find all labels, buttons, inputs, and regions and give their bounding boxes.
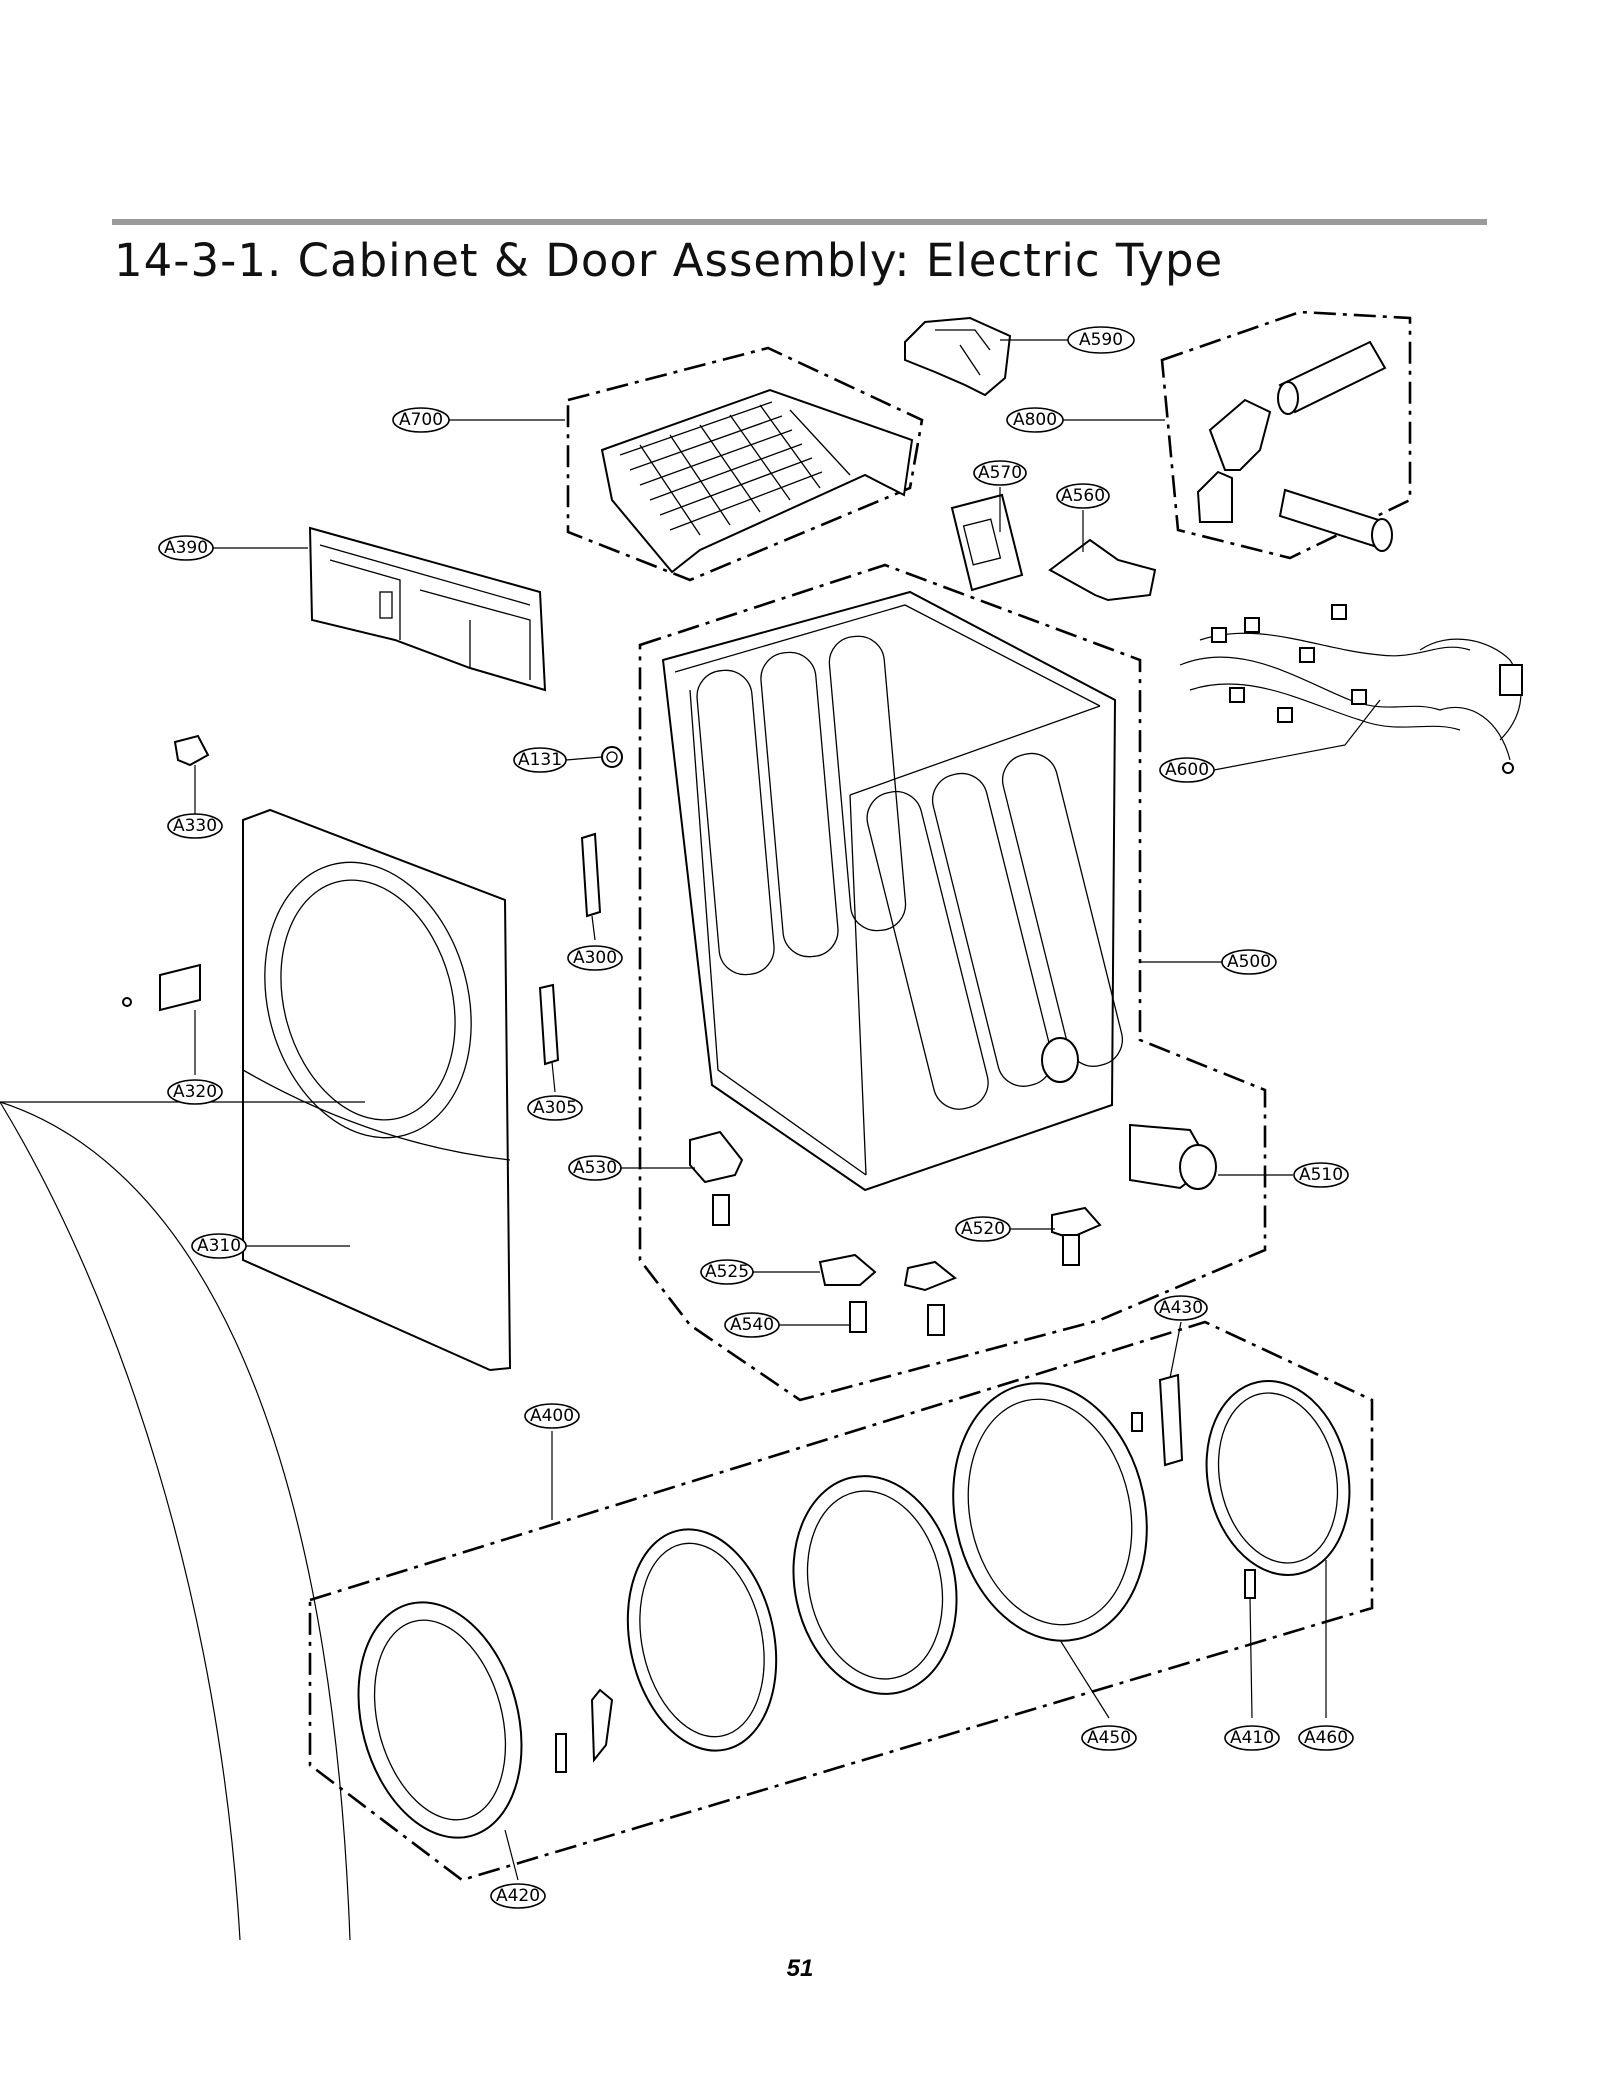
part-a320-hinge-bar: [159, 963, 201, 1012]
callout-a131: A131: [513, 747, 567, 773]
callout-a570: A570: [973, 460, 1027, 486]
svg-text:A400: A400: [530, 1406, 574, 1426]
part-a700-tray: [600, 388, 914, 574]
part-a420-door-outer: [357, 1601, 523, 1839]
callout-a700: A700: [392, 407, 450, 433]
callout-a500: A500: [1221, 949, 1277, 975]
svg-text:A530: A530: [573, 1158, 617, 1178]
door-group-boundary: [308, 1320, 1374, 1882]
part-a305-hinge: [538, 983, 560, 1066]
svg-text:A500: A500: [1227, 952, 1271, 972]
part-a500-cabinet: [661, 590, 1124, 1192]
callout-a320: A320: [167, 1079, 223, 1105]
part-door-inner-glass: [792, 1475, 958, 1695]
callout-a510: A510: [1293, 1162, 1349, 1188]
part-a131-bushing: [601, 746, 623, 768]
callout-a460: A460: [1298, 1725, 1354, 1751]
page-title: 14-3-1. Cabinet & Door Assembly: Electri…: [114, 234, 1224, 287]
part-a600-wire-harness: [1179, 604, 1523, 774]
callout-a560: A560: [1056, 483, 1110, 509]
svg-text:A305: A305: [533, 1098, 577, 1118]
svg-text:A460: A460: [1304, 1728, 1348, 1748]
svg-text:A570: A570: [978, 463, 1022, 483]
part-door-handle: [590, 1688, 614, 1763]
header-rule: [112, 219, 1487, 225]
part-a540-leveling-foot: [927, 1304, 945, 1336]
svg-text:A131: A131: [518, 750, 562, 770]
leader-lines: [0, 339, 1381, 1941]
part-door-glass-ring: [626, 1528, 778, 1752]
part-a310-front-panel: [242, 808, 512, 1372]
callout-a410: A410: [1224, 1725, 1280, 1751]
callout-a800: A800: [1006, 407, 1064, 433]
svg-text:A590: A590: [1079, 330, 1123, 350]
part-a800-elbow: [1208, 398, 1272, 471]
callout-a590: A590: [1067, 326, 1135, 354]
cabinet-group-boundary: [638, 563, 1267, 1402]
part-a570-plate: [950, 493, 1024, 592]
svg-text:A800: A800: [1013, 410, 1057, 430]
svg-text:A420: A420: [496, 1886, 540, 1906]
part-a430-hinge: [1158, 1373, 1184, 1467]
svg-text:A600: A600: [1165, 760, 1209, 780]
svg-text:A450: A450: [1087, 1728, 1131, 1748]
callout-a310: A310: [191, 1233, 247, 1259]
part-a410-latch: [1244, 1569, 1256, 1599]
callout-a420: A420: [490, 1883, 546, 1909]
part-a430-pin: [1131, 1412, 1143, 1432]
callout-a600: A600: [1159, 757, 1215, 783]
callout-a305: A305: [527, 1095, 583, 1121]
tray-grid: [619, 401, 851, 536]
svg-text:A430: A430: [1159, 1298, 1203, 1318]
part-a540-leveling-foot: [712, 1194, 730, 1226]
part-a540-leveling-foot: [849, 1301, 867, 1333]
callout-a300: A300: [567, 945, 623, 971]
svg-text:A410: A410: [1230, 1728, 1274, 1748]
part-a330-bracket: [173, 734, 210, 767]
part-a525-bracket: [818, 1253, 877, 1286]
svg-text:A300: A300: [573, 948, 617, 968]
callout-a540: A540: [724, 1312, 780, 1338]
part-door-hook: [555, 1733, 567, 1773]
svg-text:A510: A510: [1299, 1165, 1343, 1185]
part-a800-clip: [1196, 470, 1233, 523]
svg-text:A320: A320: [173, 1082, 217, 1102]
callout-a400: A400: [524, 1403, 580, 1429]
callout-a520: A520: [955, 1216, 1011, 1242]
callout-a525: A525: [700, 1259, 754, 1285]
part-a560-guide: [1048, 538, 1157, 602]
page-number: 51: [786, 1955, 814, 1982]
callout-a390: A390: [158, 535, 214, 561]
part-a530-bracket: [689, 1130, 744, 1184]
part-a450-door-inner-frame: [952, 1382, 1148, 1642]
svg-text:A525: A525: [705, 1262, 749, 1282]
part-a520-bracket: [1051, 1206, 1102, 1240]
part-a460-gasket: [1205, 1380, 1351, 1576]
callout-a330: A330: [167, 813, 223, 839]
part-a520-bracket-2: [903, 1260, 957, 1292]
callout-a530: A530: [568, 1155, 622, 1181]
svg-text:A560: A560: [1061, 486, 1105, 506]
svg-text:A390: A390: [164, 538, 208, 558]
svg-text:A700: A700: [399, 410, 443, 430]
part-a800-duct-pipe-lower: [1278, 488, 1387, 550]
svg-text:A330: A330: [173, 816, 217, 836]
part-a300-hinge: [580, 832, 602, 918]
svg-text:A310: A310: [197, 1236, 241, 1256]
svg-text:A540: A540: [730, 1315, 774, 1335]
part-a590-bracket: [904, 316, 1012, 397]
svg-text:A520: A520: [961, 1219, 1005, 1239]
tray-group-boundary: [566, 346, 924, 582]
callout-a430: A430: [1154, 1295, 1208, 1321]
callout-a450: A450: [1081, 1725, 1137, 1751]
part-a540-leveling-foot: [1062, 1234, 1080, 1266]
duct-kit-group-boundary: [1160, 310, 1412, 560]
